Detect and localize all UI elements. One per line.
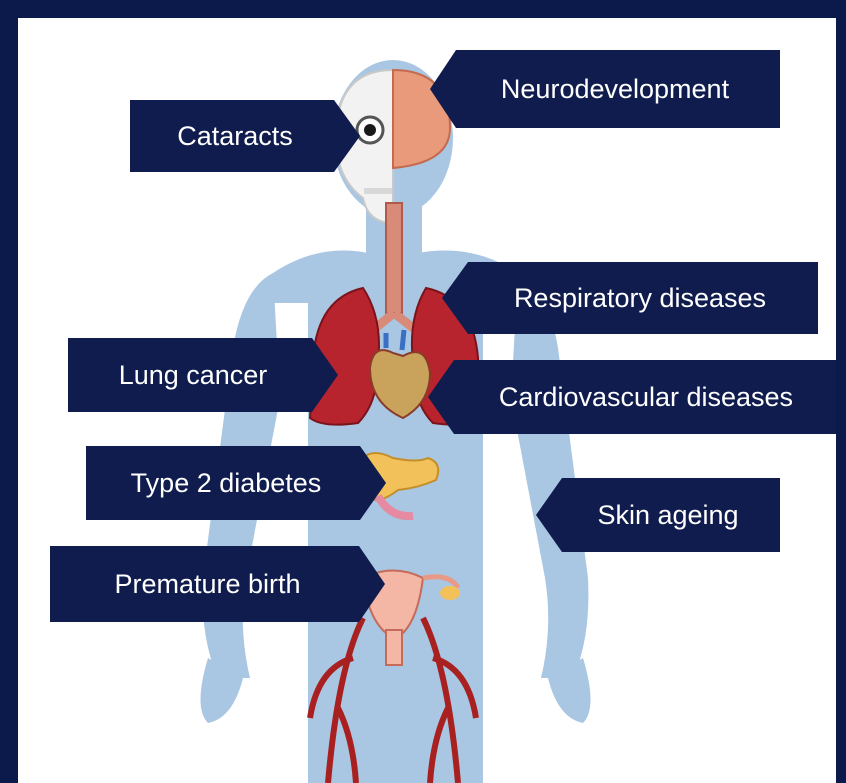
label-type-2-diabetes: Type 2 diabetes xyxy=(86,446,386,520)
label-skin-ageing: Skin ageing xyxy=(536,478,780,552)
label-neurodevelopment: Neurodevelopment xyxy=(430,50,780,128)
label-lung-cancer: Lung cancer xyxy=(68,338,338,412)
diagram-frame: Neurodevelopment Cataracts Respiratory d… xyxy=(18,18,836,783)
label-respiratory-diseases: Respiratory diseases xyxy=(442,262,818,334)
label-cataracts: Cataracts xyxy=(130,100,360,172)
label-cardiovascular-diseases: Cardiovascular diseases xyxy=(428,360,836,434)
label-premature-birth: Premature birth xyxy=(50,546,385,622)
